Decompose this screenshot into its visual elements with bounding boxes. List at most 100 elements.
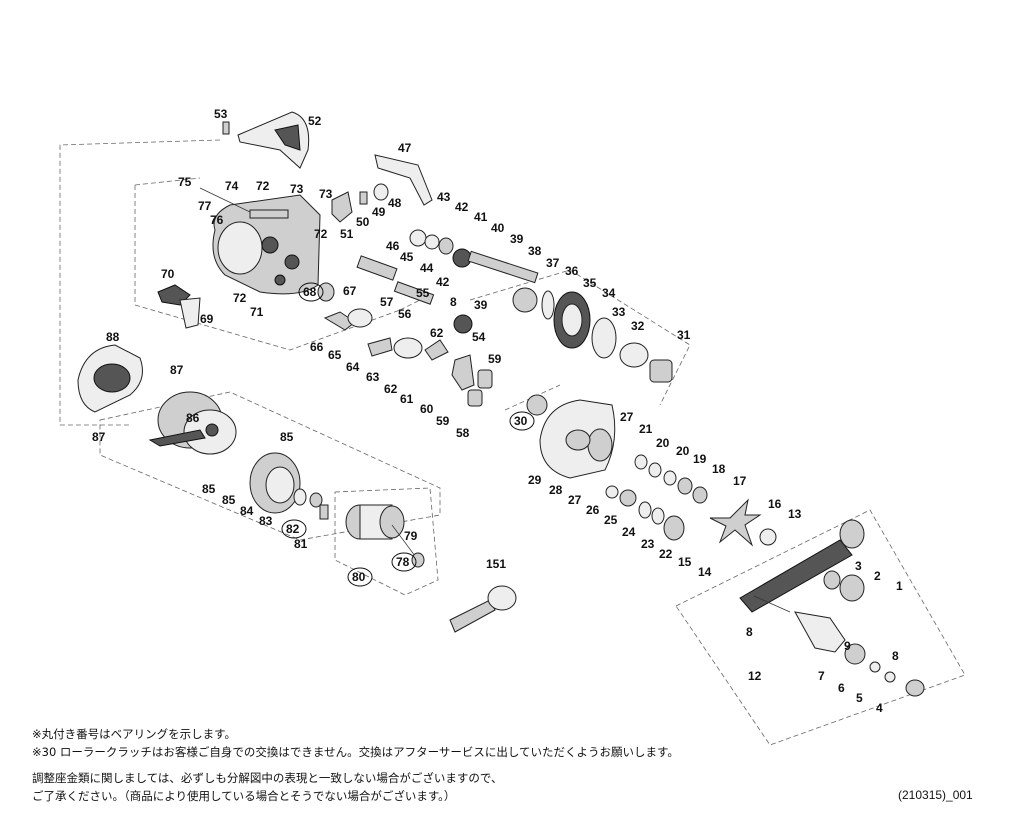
part-label-48: 48 bbox=[388, 196, 402, 210]
part-label-56: 56 bbox=[398, 307, 412, 321]
part-label-151: 151 bbox=[486, 557, 506, 571]
part-label-51: 51 bbox=[340, 227, 354, 241]
part-label-73: 73 bbox=[319, 187, 333, 201]
part-label-81: 81 bbox=[294, 537, 308, 551]
circled-label-80: 80 bbox=[347, 567, 373, 587]
part-label-54: 54 bbox=[472, 330, 486, 344]
part-label-8: 8 bbox=[450, 295, 457, 309]
part-label-3: 3 bbox=[855, 559, 862, 573]
part-label-5: 5 bbox=[856, 691, 863, 705]
part-label-70: 70 bbox=[161, 267, 175, 281]
part-label-52: 52 bbox=[308, 114, 322, 128]
bearing-circle bbox=[391, 552, 417, 572]
part-label-72: 72 bbox=[233, 291, 247, 305]
part-label-83: 83 bbox=[259, 514, 273, 528]
part-label-69: 69 bbox=[200, 312, 214, 326]
part-label-24: 24 bbox=[622, 525, 636, 539]
bearing-circle bbox=[347, 567, 373, 587]
part-label-39: 39 bbox=[510, 232, 524, 246]
part-label-71: 71 bbox=[250, 305, 264, 319]
part-label-34: 34 bbox=[602, 286, 616, 300]
part-label-43: 43 bbox=[437, 190, 451, 204]
part-label-40: 40 bbox=[491, 221, 505, 235]
part-label-85: 85 bbox=[280, 430, 294, 444]
part-label-44: 44 bbox=[420, 261, 434, 275]
washer-note-line1: 調整座金類に関しましては、必ずしも分解図中の表現と一致しない場合がございますので… bbox=[32, 771, 503, 785]
circled-label-text: 30 bbox=[514, 414, 528, 428]
part-label-49: 49 bbox=[372, 205, 386, 219]
part-label-31: 31 bbox=[677, 328, 691, 342]
part-label-63: 63 bbox=[366, 370, 380, 384]
side-cover-28 bbox=[526, 394, 616, 479]
part-label-12: 12 bbox=[748, 669, 762, 683]
part-label-87: 87 bbox=[92, 430, 106, 444]
part-label-17: 17 bbox=[733, 474, 747, 488]
handle-12 bbox=[739, 519, 925, 697]
part-label-77: 77 bbox=[198, 199, 212, 213]
part-label-23: 23 bbox=[641, 537, 655, 551]
part-label-76: 76 bbox=[210, 213, 224, 227]
part-label-86: 86 bbox=[186, 411, 200, 425]
circled-label-82: 82 bbox=[281, 519, 307, 539]
side-plate-88 bbox=[77, 344, 143, 413]
thumb-bar-70 bbox=[157, 284, 201, 329]
part-label-50: 50 bbox=[356, 215, 370, 229]
part-label-62: 62 bbox=[384, 382, 398, 396]
part-label-18: 18 bbox=[712, 462, 726, 476]
circled-label-30: 30 bbox=[509, 411, 535, 431]
cover-52 bbox=[222, 111, 310, 169]
brake-plate-86 bbox=[148, 391, 237, 455]
part-label-39: 39 bbox=[474, 298, 488, 312]
part-label-35: 35 bbox=[583, 276, 597, 290]
part-label-8: 8 bbox=[892, 649, 899, 663]
part-label-58: 58 bbox=[456, 426, 470, 440]
part-label-15: 15 bbox=[678, 555, 692, 569]
part-label-74: 74 bbox=[225, 179, 239, 193]
circled-label-78: 78 bbox=[391, 552, 417, 572]
bearing-circle bbox=[509, 411, 535, 431]
side-plate-84 bbox=[249, 452, 329, 520]
part-label-19: 19 bbox=[693, 452, 707, 466]
part-label-25: 25 bbox=[604, 513, 618, 527]
drive-gear-assembly bbox=[541, 290, 673, 383]
part-label-66: 66 bbox=[310, 340, 324, 354]
part-label-8: 8 bbox=[746, 625, 753, 639]
part-label-9: 9 bbox=[844, 639, 851, 653]
part-label-67: 67 bbox=[343, 284, 357, 298]
part-label-47: 47 bbox=[398, 141, 412, 155]
washer-note-line2: ご了承ください。（商品により使用している場合とそうでない場合がございます。） bbox=[32, 789, 456, 803]
part-label-21: 21 bbox=[639, 422, 653, 436]
part-label-20: 20 bbox=[656, 436, 670, 450]
part-label-64: 64 bbox=[346, 360, 360, 374]
part-label-61: 61 bbox=[400, 392, 414, 406]
part-label-53: 53 bbox=[214, 107, 228, 121]
bearing-note: ※丸付き番号はベアリングを示します。 bbox=[32, 727, 236, 741]
diagram-code: (210315)_001 bbox=[898, 788, 973, 802]
circled-label-text: 80 bbox=[352, 570, 366, 584]
part-label-26: 26 bbox=[586, 503, 600, 517]
part-label-73: 73 bbox=[290, 182, 304, 196]
circled-label-text: 82 bbox=[286, 522, 300, 536]
bearing-circle bbox=[281, 519, 307, 539]
part-label-2: 2 bbox=[874, 569, 881, 583]
part-label-28: 28 bbox=[549, 483, 563, 497]
part-label-20: 20 bbox=[676, 444, 690, 458]
part-label-33: 33 bbox=[612, 305, 626, 319]
part-label-88: 88 bbox=[106, 330, 120, 344]
part-label-16: 16 bbox=[768, 497, 782, 511]
part-label-29: 29 bbox=[528, 473, 542, 487]
part-label-27: 27 bbox=[568, 493, 582, 507]
part-label-22: 22 bbox=[659, 547, 673, 561]
part-label-1: 1 bbox=[896, 579, 903, 593]
part-label-37: 37 bbox=[546, 256, 560, 270]
frame-body bbox=[199, 187, 321, 295]
part-label-65: 65 bbox=[328, 348, 342, 362]
clutch-note: ※30 ローラークラッチはお客様ご自身での交換はできません。交換はアフターサービ… bbox=[32, 745, 679, 759]
part-label-85: 85 bbox=[222, 493, 236, 507]
part-label-6: 6 bbox=[838, 681, 845, 695]
part-label-72: 72 bbox=[314, 227, 328, 241]
part-label-27: 27 bbox=[620, 410, 634, 424]
clutch-parts bbox=[323, 308, 493, 407]
